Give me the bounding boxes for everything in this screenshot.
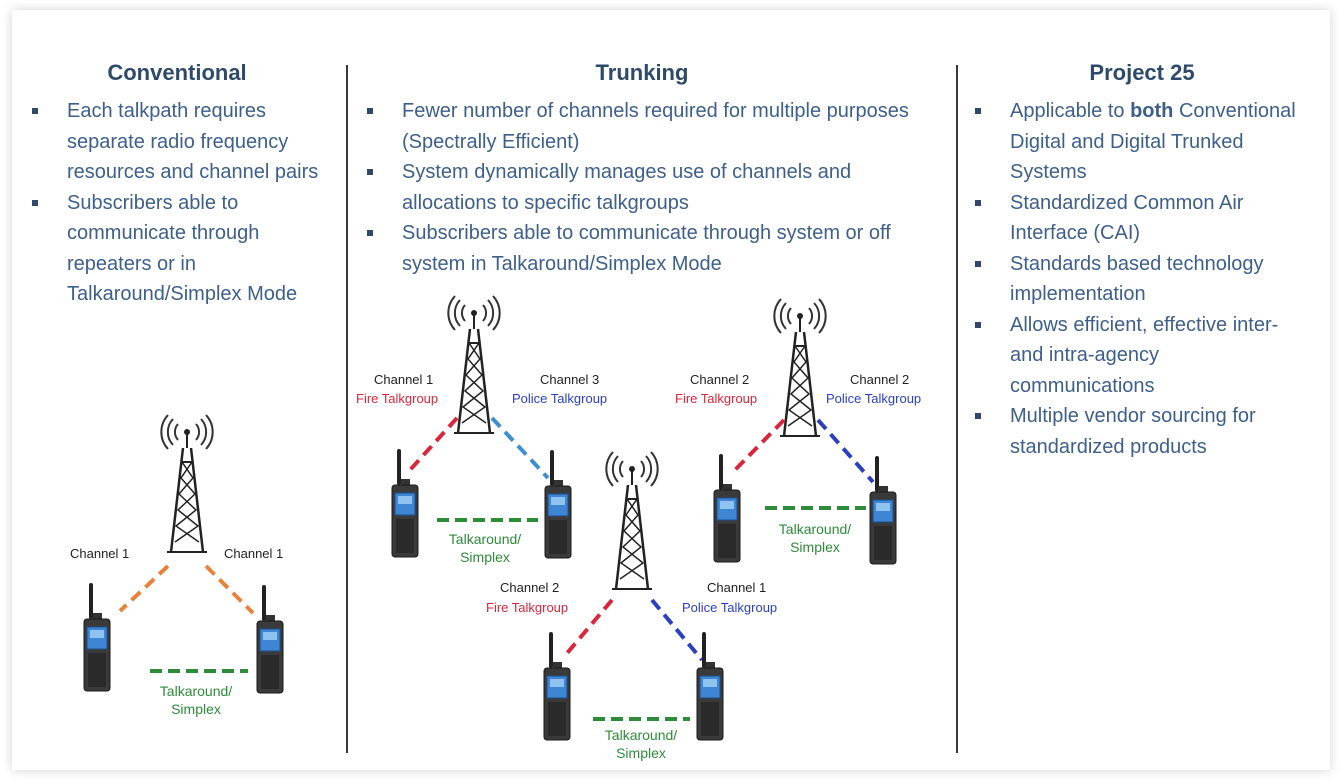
bullet-square-icon [975,108,981,114]
bullet-square-icon [32,199,38,206]
conventional-left-link [118,564,170,613]
p25-title: Project 25 [1089,60,1195,85]
t1-group-right-label: Police Talkgroup [512,391,608,406]
list-item: Each talkpath requires separate radio fr… [29,96,341,188]
conventional-right-radio-icon [255,585,285,695]
conv-channel-right-label: Channel 1 [224,546,284,561]
list-item: Multiple vendor sourcing for standardize… [972,401,1302,462]
trunk-bottom-tower-icon [605,450,659,591]
t3-channel-right-label: Channel 1 [707,580,767,595]
t3-talkaround-label: Talkaround/ Simplex [604,727,678,761]
bullet-square-icon [975,413,981,419]
bullet-square-icon [367,169,373,175]
conventional-left-radio-icon [82,583,112,693]
t3-group-left-label: Fire Talkgroup [486,600,569,615]
t2-channel-left-label: Channel 2 [690,372,750,387]
trunk-bottom-fire-link [561,598,614,660]
trunk-bottom-police-link [650,598,704,662]
list-item: Fewer number of channels required for mu… [364,96,949,157]
divider-right [956,65,958,753]
t3-group-right-label: Police Talkgroup [682,600,778,615]
trunk-right-radio1-icon [712,454,742,564]
trunking-bullets: Fewer number of channels required for mu… [364,96,949,279]
t1-group-left-label: Fire Talkgroup [356,391,439,406]
conventional-tower-icon [160,413,214,554]
conventional-title: Conventional [107,60,247,85]
list-item: Applicable to both Conventional Digital … [972,96,1302,188]
bullet-square-icon [975,321,981,328]
t2-talkaround-label: Talkaround/ Simplex [778,521,852,555]
trunking-title: Trunking [595,60,689,85]
trunk-right-tower-icon [773,297,827,438]
list-item: Subscribers able to communicate through … [364,218,949,279]
t1-channel-left-label: Channel 1 [374,372,434,387]
trunk-left-police-link [490,416,550,480]
trunk-bottom-radio1-icon [542,632,572,742]
p25-bullets: Applicable to both Conventional Digital … [972,96,1302,462]
trunk-left-fire-link [408,416,459,472]
divider-left [346,65,348,753]
trunk-right-police-link [816,418,875,484]
trunk-bottom-radio2-icon [695,632,725,742]
list-item: Standardized Common Air Interface (CAI) [972,188,1302,249]
bullet-square-icon [367,230,373,236]
list-item: System dynamically manages use of channe… [364,157,949,218]
bullet-square-icon [32,108,38,114]
t3-channel-left-label: Channel 2 [500,580,560,595]
trunk-right-radio2-icon [868,456,898,566]
list-item: Standards based technology implementatio… [972,249,1302,310]
t2-group-left-label: Fire Talkgroup [675,391,758,406]
conventional-right-link [204,564,255,615]
trunk-left-tower-icon [447,294,501,435]
slide-frame: Conventional Trunking Project 25 Each ta… [12,10,1330,770]
t2-channel-right-label: Channel 2 [850,372,910,387]
t2-group-right-label: Police Talkgroup [826,391,922,406]
bullet-square-icon [975,199,981,206]
t1-channel-right-label: Channel 3 [540,372,600,387]
conventional-bullets: Each talkpath requires separate radio fr… [29,96,341,310]
trunk-left-radio2-icon [543,450,573,560]
bullet-square-icon [367,108,373,114]
bullet-square-icon [975,260,981,267]
trunk-right-fire-link [731,418,786,474]
conv-channel-left-label: Channel 1 [70,546,130,561]
list-item: Allows efficient, effective inter- and i… [972,310,1302,402]
conv-talkaround-label: Talkaround/ Simplex [159,683,233,717]
list-item: Subscribers able to communicate through … [29,188,341,310]
t1-talkaround-label: Talkaround/ Simplex [448,531,522,565]
